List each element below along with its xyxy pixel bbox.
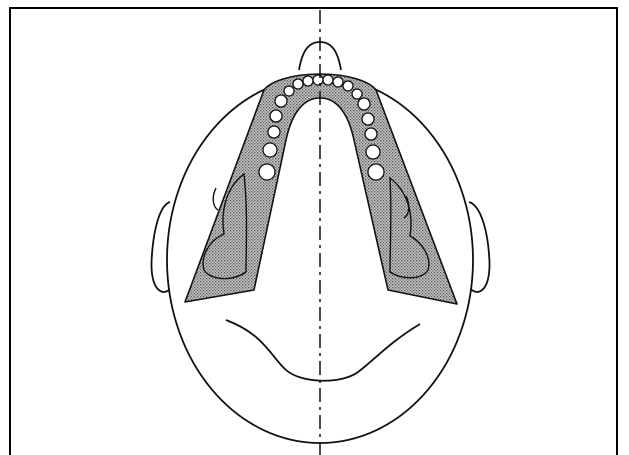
tooth <box>275 95 287 107</box>
tooth <box>366 145 380 159</box>
tooth <box>268 126 280 138</box>
tooth <box>333 77 343 87</box>
figure-frame <box>9 7 618 455</box>
tooth <box>362 113 374 125</box>
tooth <box>313 75 323 85</box>
tooth <box>365 128 377 140</box>
tooth <box>293 79 303 89</box>
tooth <box>270 110 282 122</box>
tooth <box>368 164 384 180</box>
tooth <box>303 76 313 86</box>
tooth <box>358 98 370 110</box>
tooth <box>284 86 294 96</box>
tooth <box>259 164 275 180</box>
tooth <box>343 81 353 91</box>
head-diagram-svg <box>9 7 618 455</box>
tooth <box>263 143 277 157</box>
tooth <box>352 89 362 99</box>
tooth <box>323 75 333 85</box>
